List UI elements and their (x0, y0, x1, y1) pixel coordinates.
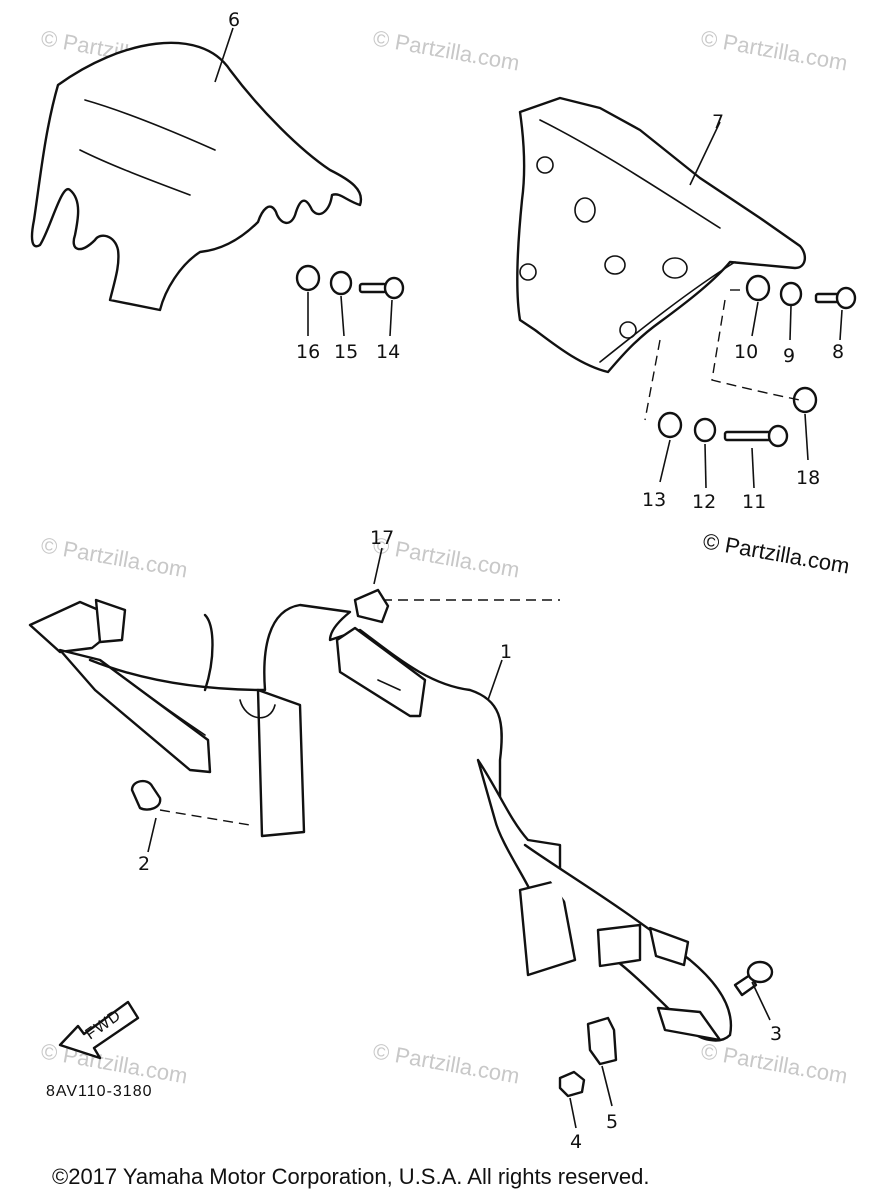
callout-14[interactable]: 14 (376, 341, 400, 363)
part-1-frame[interactable] (28, 598, 733, 1042)
part-8-bolt[interactable] (814, 286, 857, 310)
part-17-clip[interactable] (353, 588, 390, 624)
watermark: © Partzilla.com (699, 1038, 849, 1088)
watermark: © Partzilla.com (371, 1038, 521, 1088)
part-3-bolt[interactable] (733, 960, 774, 997)
callout-4[interactable]: 4 (570, 1131, 582, 1153)
part-4-nut[interactable] (558, 1070, 586, 1098)
part-6-cover[interactable] (30, 41, 363, 312)
callout-5[interactable]: 5 (606, 1111, 618, 1133)
assembly-lines (159, 289, 801, 826)
part-2-grommet[interactable] (130, 779, 162, 811)
watermark: © Partzilla.com (371, 25, 521, 75)
callout-9[interactable]: 9 (783, 345, 795, 367)
callout-10[interactable]: 10 (734, 341, 758, 363)
watermark: © Partzilla.com (699, 25, 849, 75)
callouts: 6 7 16 15 14 10 9 8 18 13 12 11 17 1 2 3… (138, 9, 844, 1153)
partzilla-stamp: © Partzilla.com (701, 528, 851, 578)
callout-16[interactable]: 16 (296, 341, 320, 363)
part-13-washer[interactable] (657, 411, 683, 439)
part-11-bolt[interactable] (723, 424, 789, 448)
hardware-group-11-13 (657, 411, 789, 448)
leader-lines (147, 27, 843, 1129)
callout-17[interactable]: 17 (370, 527, 394, 549)
part-15-washer[interactable] (329, 270, 353, 296)
part-7-side-cover[interactable] (516, 96, 807, 374)
part-14-bolt[interactable] (358, 276, 405, 300)
callout-1[interactable]: 1 (500, 641, 512, 663)
copyright-footer: ©2017 Yamaha Motor Corporation, U.S.A. A… (52, 1164, 649, 1189)
part-16-washer[interactable] (295, 264, 321, 292)
part-5-bracket[interactable] (586, 1016, 618, 1066)
callout-15[interactable]: 15 (334, 341, 358, 363)
callout-18[interactable]: 18 (796, 467, 820, 489)
hardware-group-8-10 (745, 274, 857, 414)
callout-8[interactable]: 8 (832, 341, 844, 363)
callout-3[interactable]: 3 (770, 1023, 782, 1045)
part-10-washer[interactable] (745, 274, 771, 302)
callout-11[interactable]: 11 (742, 491, 766, 513)
hardware-group-14-16 (295, 264, 405, 300)
part-12-washer[interactable] (693, 417, 717, 443)
callout-2[interactable]: 2 (138, 853, 150, 875)
part-9-washer[interactable] (779, 281, 803, 307)
callout-6[interactable]: 6 (228, 9, 240, 31)
callout-12[interactable]: 12 (692, 491, 716, 513)
callout-7[interactable]: 7 (712, 111, 724, 133)
part-18-nut[interactable] (792, 386, 818, 414)
callout-13[interactable]: 13 (642, 489, 666, 511)
watermark: © Partzilla.com (39, 532, 189, 582)
diagram-reference: 8AV110-3180 (46, 1083, 152, 1100)
